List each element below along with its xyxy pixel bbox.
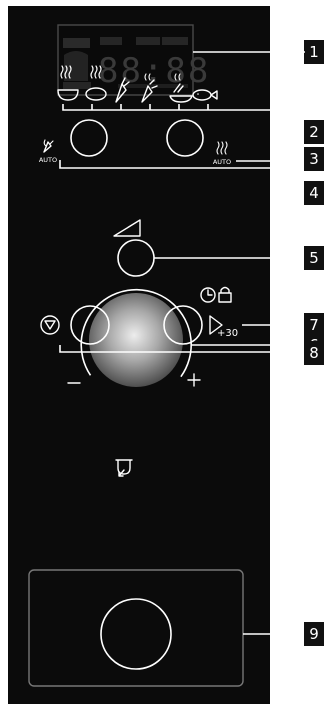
plus-icon [187,373,201,387]
callout-2-bracket [62,104,305,111]
svg-text:2: 2 [309,123,319,141]
svg-text:8: 8 [309,344,319,362]
callout-9: 9 [304,622,324,646]
steam-bowl-icon [85,65,107,101]
svg-text:3: 3 [309,150,319,168]
clock-lock-icon [200,286,232,303]
auto-right-label: AUTO [213,158,231,166]
callout-1: 1 [304,40,324,64]
plus30-label: +30 [217,328,238,339]
stop-button[interactable] [70,305,110,345]
carrot-icon [115,77,130,103]
vegetable-bowl-icon [169,73,193,103]
water-tank-compartment[interactable] [28,569,244,687]
svg-text:4: 4 [309,184,319,202]
steam-cup-icon [57,65,79,101]
tank-cover [100,598,172,670]
callout-7: 7 [304,313,324,337]
callout-2: 2 [304,120,324,144]
svg-text:9: 9 [309,625,319,643]
svg-text:7: 7 [309,316,319,334]
steam-auto-icon: AUTO [213,141,231,166]
start-icon: +30 [209,315,238,339]
auto-left-label: AUTO [39,156,57,164]
triangle-ramp-icon [113,219,141,237]
descale-drain-icon [115,459,133,477]
callout-4-bracket [59,160,305,169]
stop-icon [40,315,60,335]
callout-5: 5 [304,246,324,270]
auto-steam-button[interactable] [166,119,204,157]
fish-icon [192,89,218,101]
steam-vegetable-auto-icon: AUTO [39,139,57,164]
callout-4: 4 [304,181,324,205]
callout-8: 8 [304,341,324,365]
svg-text:5: 5 [309,249,319,267]
callout-3: 3 [304,147,324,171]
callout-8-bracket [59,345,305,353]
lcd-display: 88:88 [57,24,208,96]
main-control-knob[interactable] [89,293,183,387]
auto-steam-vegetable-button[interactable] [70,119,108,157]
start-button[interactable] [163,305,203,345]
steam-vegetable-icon [141,73,158,103]
svg-text:1: 1 [309,43,319,61]
